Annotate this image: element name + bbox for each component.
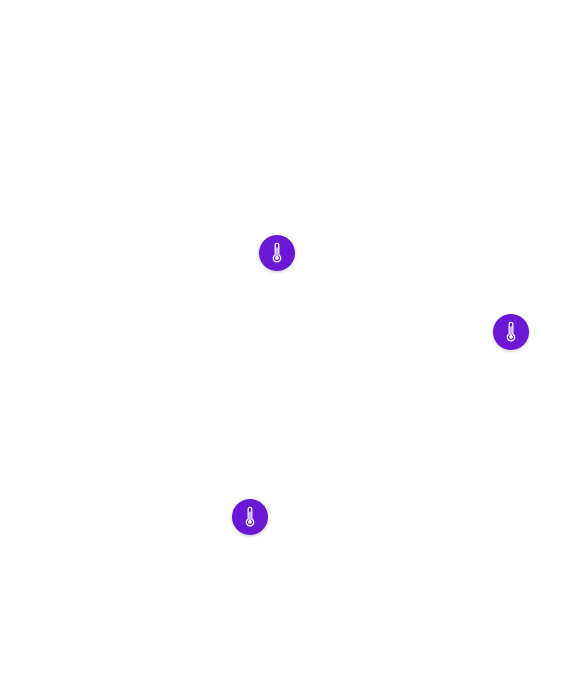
thermometer-icon	[500, 321, 522, 343]
temperature-marker[interactable]	[232, 499, 268, 535]
temperature-marker[interactable]	[259, 235, 295, 271]
thermometer-icon	[239, 506, 261, 528]
thermometer-icon	[266, 242, 288, 264]
temperature-marker[interactable]	[493, 314, 529, 350]
